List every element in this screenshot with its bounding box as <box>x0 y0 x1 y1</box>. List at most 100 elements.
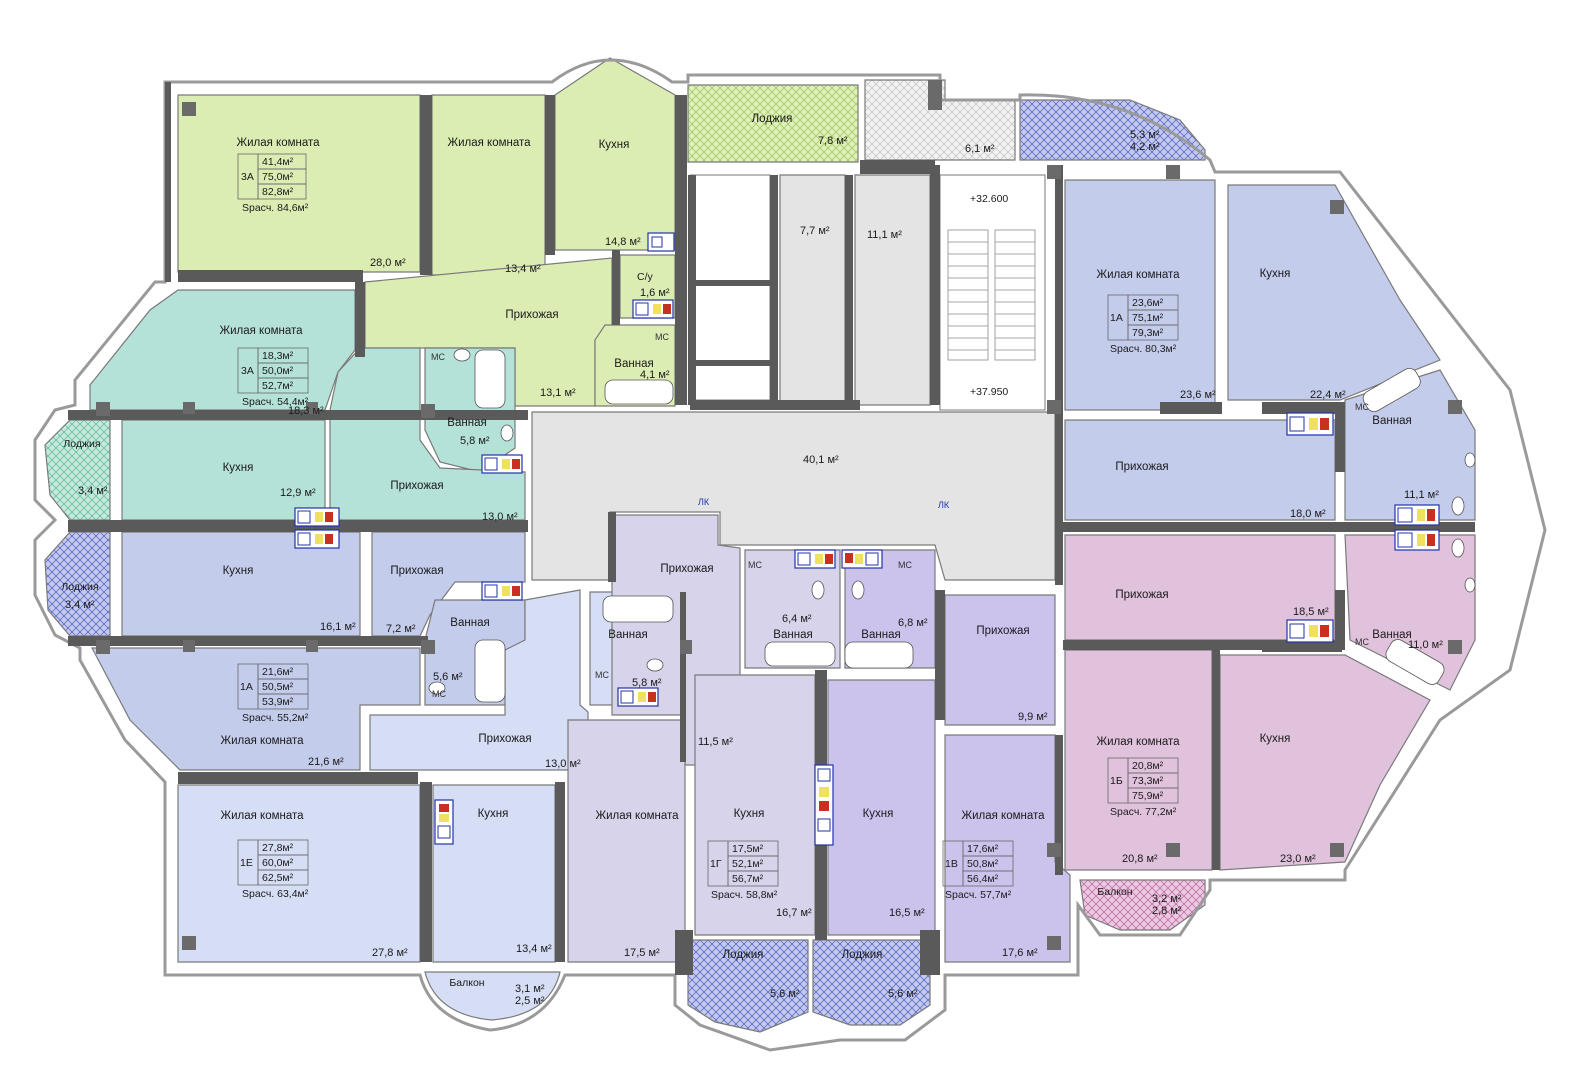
room-r29-name: Кухня <box>863 808 894 820</box>
room-r19-area: 5,8 м² <box>632 677 662 689</box>
room-r41-area: 3,2 м² <box>1152 893 1182 905</box>
room-r4-area: 7,8 м² <box>818 135 848 147</box>
room-r26-balcony <box>424 971 561 1021</box>
room-r44 <box>779 174 846 406</box>
room-r16-name: Жилая комната <box>220 735 304 747</box>
level-mark-top: +32.600 <box>970 193 1008 205</box>
room-r24-name: Жилая комната <box>220 810 304 822</box>
mc-mark-5: МС <box>748 560 762 570</box>
apartment-a7-v3: 79,3м² <box>1132 327 1164 339</box>
room-r28-name: Кухня <box>734 808 765 820</box>
room-r3-name: Кухня <box>599 139 630 151</box>
room-r43-area2: 4,2 м² <box>1130 141 1160 153</box>
room-r41-area2: 2,8 м² <box>1152 905 1182 917</box>
room-r13-name: Кухня <box>223 565 254 577</box>
room-r24-area: 27,8 м² <box>372 947 408 959</box>
room-r26-name: Балкон <box>449 977 484 989</box>
room-r37-name: Прихожая <box>1115 589 1168 601</box>
room-r34-area: 22,4 м² <box>1310 389 1346 401</box>
room-r1-area: 28,0 м² <box>370 257 406 269</box>
room-r3-area: 14,8 м² <box>605 236 641 248</box>
apartment-a6-v3: 56,4м² <box>967 873 999 885</box>
apartment-a1-v2: 75,0м² <box>262 171 294 183</box>
apartment-a8-v1: 20,8м² <box>1132 760 1164 772</box>
room-r30-area: 17,6 м² <box>1002 947 1038 959</box>
apartment-a4-type: 1Е <box>240 857 253 869</box>
apartment-a7-s: Sрасч. 80,3м² <box>1110 343 1177 355</box>
room-r12-name: Лоджия <box>63 438 100 450</box>
apartment-a8-type: 1Б <box>1110 775 1123 787</box>
room-r7-area: 4,1 м² <box>640 369 670 381</box>
room-r15-area: 5,6 м² <box>433 671 463 683</box>
stair-core <box>939 174 1046 411</box>
apartment-a5-table: 1Г 17,5м² 52,1м² 56,7м² Sрасч. 58,8м² <box>707 840 779 901</box>
room-r22-name: Ванная <box>861 629 900 641</box>
room-r5-name: С/у <box>637 271 654 283</box>
apartment-a2-type: 3А <box>241 365 254 377</box>
walls <box>68 82 1475 975</box>
room-r32-area: 5,6 м² <box>888 988 918 1000</box>
mc-mark-3: МС <box>432 689 446 699</box>
room-r11-area: 13,0 м² <box>482 511 518 523</box>
room-r12-area: 3,4 м² <box>78 485 108 497</box>
apartment-a3-type: 1А <box>240 681 253 693</box>
apartment-a3-v3: 53,9м² <box>262 696 294 708</box>
lk-mark-1: ЛК <box>698 497 710 507</box>
room-r31-loggia <box>687 939 809 1033</box>
room-r2-name: Жилая комната <box>447 137 531 149</box>
apartment-a4-v3: 62,5м² <box>262 872 294 884</box>
room-r20-name: Прихожая <box>660 563 713 575</box>
room-r31-area: 5,6 м² <box>770 988 800 1000</box>
apartment-a4-v2: 60,0м² <box>262 857 294 869</box>
room-r30-name: Жилая комната <box>961 810 1045 822</box>
apartment-a8-v2: 73,3м² <box>1132 775 1164 787</box>
room-r27-name: Жилая комната <box>595 810 679 822</box>
room-r40-area: 23,0 м² <box>1280 853 1316 865</box>
room-r20-area: 11,5 м² <box>698 736 733 748</box>
apartment-a4-s: Sрасч. 63,4м² <box>242 888 309 900</box>
apartment-a1-s: Sрасч. 84,6м² <box>242 202 309 214</box>
room-r33-area: 23,6 м² <box>1180 389 1216 401</box>
room-r23 <box>944 594 1056 726</box>
room-r14-area: 7,2 м² <box>386 623 416 635</box>
room-r36-name: Прихожая <box>1115 461 1168 473</box>
shaft-left <box>689 174 771 401</box>
building-outline <box>33 58 1547 1052</box>
room-r23-area: 9,9 м² <box>1018 711 1048 723</box>
room-r6-area: 13,1 м² <box>540 387 576 399</box>
room-r34-name: Кухня <box>1260 268 1291 280</box>
room-r8-name: Жилая комната <box>219 325 303 337</box>
mc-mark-8: МС <box>1355 637 1369 647</box>
room-r21-area: 6,4 м² <box>782 613 812 625</box>
room-r1-name: Жилая комната <box>236 137 320 149</box>
room-r42-area: 6,1 м² <box>965 143 995 155</box>
room-r36 <box>1064 419 1336 521</box>
apartment-a6-v1: 17,6м² <box>967 843 999 855</box>
apartment-a3-table: 1А 21,6м² 50,5м² 53,9м² Sрасч. 55,2м² <box>237 663 309 724</box>
apartment-a2-s: Sрасч. 54,4м² <box>242 396 309 408</box>
room-r13-area: 16,1 м² <box>320 621 356 633</box>
room-r14-name: Прихожая <box>390 565 443 577</box>
room-r21-name: Ванная <box>773 629 812 641</box>
room-r15-name: Ванная <box>450 617 489 629</box>
room-r35-area: 11,1 м² <box>1404 489 1439 501</box>
room-r8 <box>89 289 356 411</box>
mc-mark-2: МС <box>655 332 669 342</box>
room-r44-area: 7,7 м² <box>800 225 830 237</box>
vent-shafts <box>294 232 1440 846</box>
apartment-a6-s: Sрасч. 57,7м² <box>945 889 1012 901</box>
room-r2 <box>431 94 546 276</box>
room-r36-area: 18,0 м² <box>1290 508 1326 520</box>
apartment-a3-s: Sрасч. 55,2м² <box>242 712 309 724</box>
apartment-a8-table: 1Б 20,8м² 73,3м² 75,9м² Sрасч. 77,2м² <box>1107 757 1179 818</box>
room-r37-area: 18,5 м² <box>1293 606 1329 618</box>
apartment-a1-type: 3А <box>241 171 254 183</box>
apartment-a2-table: 3А 18,3м² 50,0м² 52,7м² Sрасч. 54,4м² <box>237 347 309 408</box>
apartment-a1-table: 3А 41,4м² 75,0м² 82,8м² Sрасч. 84,6м² <box>237 153 309 214</box>
room-r39-area: 20,8 м² <box>1122 853 1158 865</box>
room-r28-area: 16,7 м² <box>776 907 812 919</box>
level-mark-bottom: +37.950 <box>970 386 1008 398</box>
room-r1 <box>177 94 421 273</box>
room-r9-area: 5,8 м² <box>460 435 490 447</box>
